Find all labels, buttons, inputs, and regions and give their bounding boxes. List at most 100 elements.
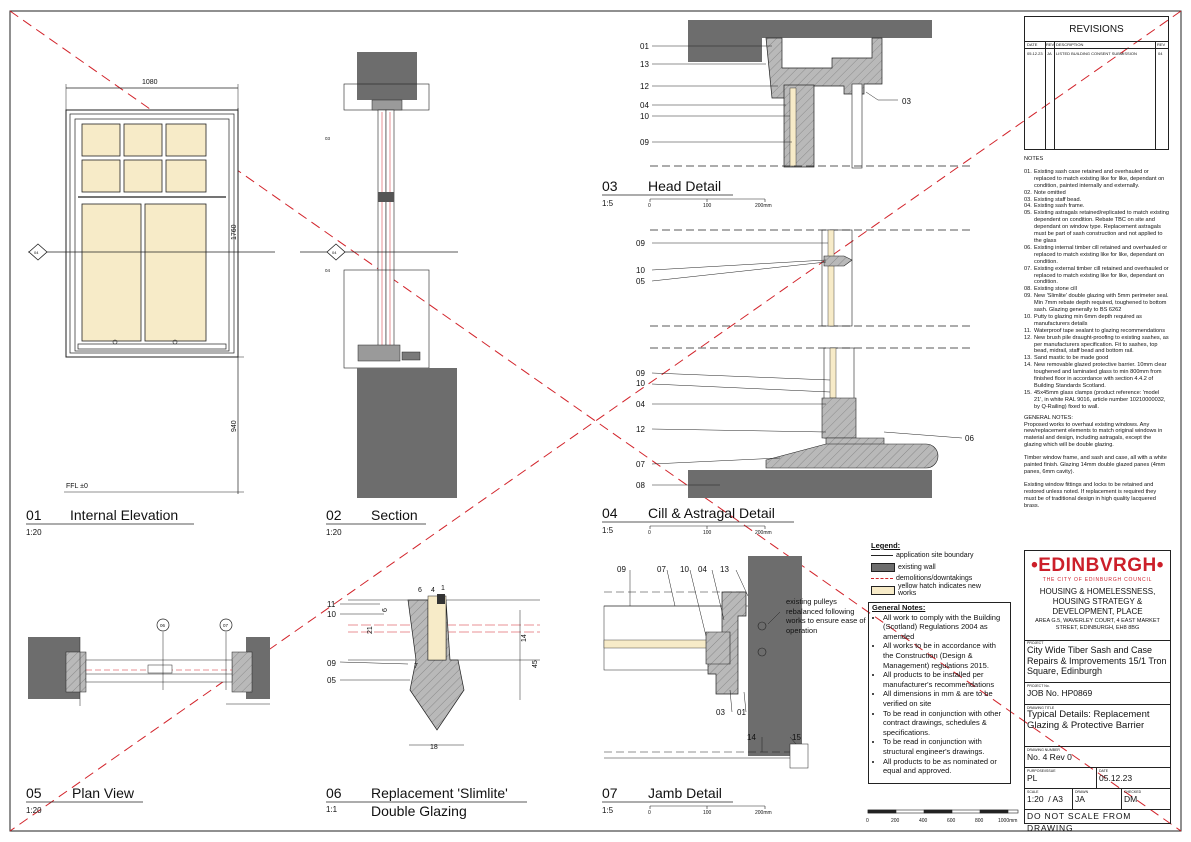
title-06: Replacement 'Slimlite' [371,785,508,801]
note-num: 11. [1024,327,1032,334]
do-not-scale-note: DO NOT SCALE FROM DRAWING [1027,811,1132,833]
legend-label: demolitions/downtakings [896,575,973,583]
sheet-size: / A3 [1048,794,1063,804]
revisions-title: REVISIONS [1069,24,1124,35]
head-label-12: 12 [640,82,649,91]
council-logo-subtitle: THE CITY OF EDINBURGH COUNCIL [1042,577,1153,583]
cill-label-09b: 09 [636,369,645,378]
title-01: Internal Elevation [70,507,178,523]
jamb-label-10: 10 [680,565,689,574]
purpose-value: PL [1027,773,1038,783]
pulley-note: existing pulleys rebalanced following wo… [786,597,866,635]
rev-date: 05.12.23 [1027,51,1043,56]
title-num-04: 04 [602,505,618,521]
note-text: New 'Slimlite' double glazing with 5mm p… [1034,293,1169,314]
revisions-header: DATE REV DESCRIPTION REV [1025,41,1168,49]
legend-label: existing wall [898,563,936,571]
title-num-03: 03 [602,178,618,194]
general-note-text: Existing window fittings and locks to be… [1024,481,1157,509]
slim-label-11: 11 [327,600,336,609]
footer-field: DO NOT SCALE FROM DRAWING [1024,810,1171,833]
list-item: 09.New 'Slimlite' double glazing with 5m… [1024,293,1169,314]
sb07-200: 200mm [755,810,772,816]
slim-label-05: 05 [327,676,336,685]
head-label-01: 01 [640,42,649,51]
cill-label-09a: 09 [636,239,645,248]
note-text: Existing external timber cill retained a… [1034,265,1169,286]
width-dim: 1080 [142,79,158,86]
sb03-100: 100 [703,203,712,209]
scale-value: 1:20 / A3 [1025,794,1072,805]
council-logo-box: •EDINBVRGH• THE CITY OF EDINBURGH COUNCI… [1024,550,1171,641]
head-label-03: 03 [902,97,911,106]
legend-item: demolitions/downtakings [871,573,1001,585]
list-item: 04.Existing sash frame. [1024,203,1169,210]
field-label: PROJECT [1027,641,1044,645]
title-03: Head Detail [648,178,721,194]
sbl-200: 200 [891,818,900,824]
note-num: 02. [1024,189,1032,196]
sheet-border [9,10,1182,832]
drawing-titles: 01 Internal Elevation 1:20 02 Section 1:… [26,178,794,819]
section-mark-04: 04 [325,268,331,273]
jamb-label-14: 14 [747,733,756,742]
rev-desc: LISTED BUILDING CONSENT SUBMISSION [1056,51,1137,56]
legend: Legend: application site boundary existi… [871,541,1001,598]
sbl-800: 800 [975,818,984,824]
sb04-0: 0 [648,530,651,536]
note-num: 09. [1024,293,1032,300]
general-notes-list: All work to comply with the Building (Sc… [869,613,1010,776]
slim-dim-6: 6 [418,587,422,594]
boundary-swatch [871,555,893,557]
jamb-label-13: 13 [720,565,729,574]
slim-dim-21: 21 [367,626,374,634]
field-label: DRAWING NUMBER [1027,748,1060,752]
head-label-04: 04 [640,101,649,110]
scale-05: 1:20 [26,806,42,815]
date-value: 05.12.23 [1099,773,1133,783]
legend-label: yellow hatch indicates new works [898,583,981,598]
field-label: CHECKED [1124,790,1142,794]
sb03-0: 0 [648,203,651,209]
list-item: 07.Existing external timber cill retaine… [1024,266,1169,287]
cill-label-08: 08 [636,481,645,490]
new-works-swatch [871,585,895,595]
demolition-swatch [871,578,893,580]
head-detail: 01 13 12 04 10 09 03 [640,20,970,169]
title-block: REVISIONS DATE REV DESCRIPTION REV 05.12… [1024,16,1169,824]
list-item: All products to be as nominated or equal… [883,757,1008,776]
cill-astragal-detail: 09 10 05 09 10 04 12 07 08 06 [636,229,974,498]
sbl-600: 600 [947,818,956,824]
head-label-10: 10 [640,112,649,121]
council-address: AREA G.5, WAVERLEY COURT, 4 EAST MARKET … [1035,618,1160,631]
jamb-label-09: 09 [617,565,626,574]
scale-bars-small [649,198,766,809]
general-notes-heading: GENERAL NOTES: [1024,414,1073,421]
list-item: 14.New removable glazed protective barri… [1024,362,1169,390]
note-num: 12. [1024,334,1032,341]
list-item: 11.Waterproof tape sealant to glazing re… [1024,328,1169,335]
section-view: 04 03 04 [300,52,458,498]
slim-label-09: 09 [327,659,336,668]
scale-field: SCALE 1:20 / A3 [1024,789,1073,810]
note-num: 15. [1024,389,1032,396]
slim-label-10: 10 [327,610,336,619]
section-marker-2: 04 [332,250,337,255]
drawn-field: DRAWN JA [1072,789,1122,810]
rev-divider [1054,41,1055,149]
field-label: PURPOSE/ISSUE [1027,769,1056,773]
council-logo: •EDINBVRGH• [1031,555,1164,576]
legend-item: existing wall [871,562,1001,574]
list-item: 06.Existing internal timber cill retaine… [1024,245,1169,266]
jamb-label-04: 04 [698,565,707,574]
sill-dim: 940 [231,420,238,432]
list-item: 03.Existing staff bead. [1024,197,1169,204]
note-text: Note omitted [1034,189,1066,196]
drawing-number-value: No. 4 Rev 0 [1027,752,1072,762]
sb07-0: 0 [648,810,651,816]
note-text: Sand mastic to be made good [1034,355,1109,362]
rev-divider [1155,41,1156,149]
title-num-06: 06 [326,785,342,801]
general-notes-title: General Notes: [872,603,926,612]
